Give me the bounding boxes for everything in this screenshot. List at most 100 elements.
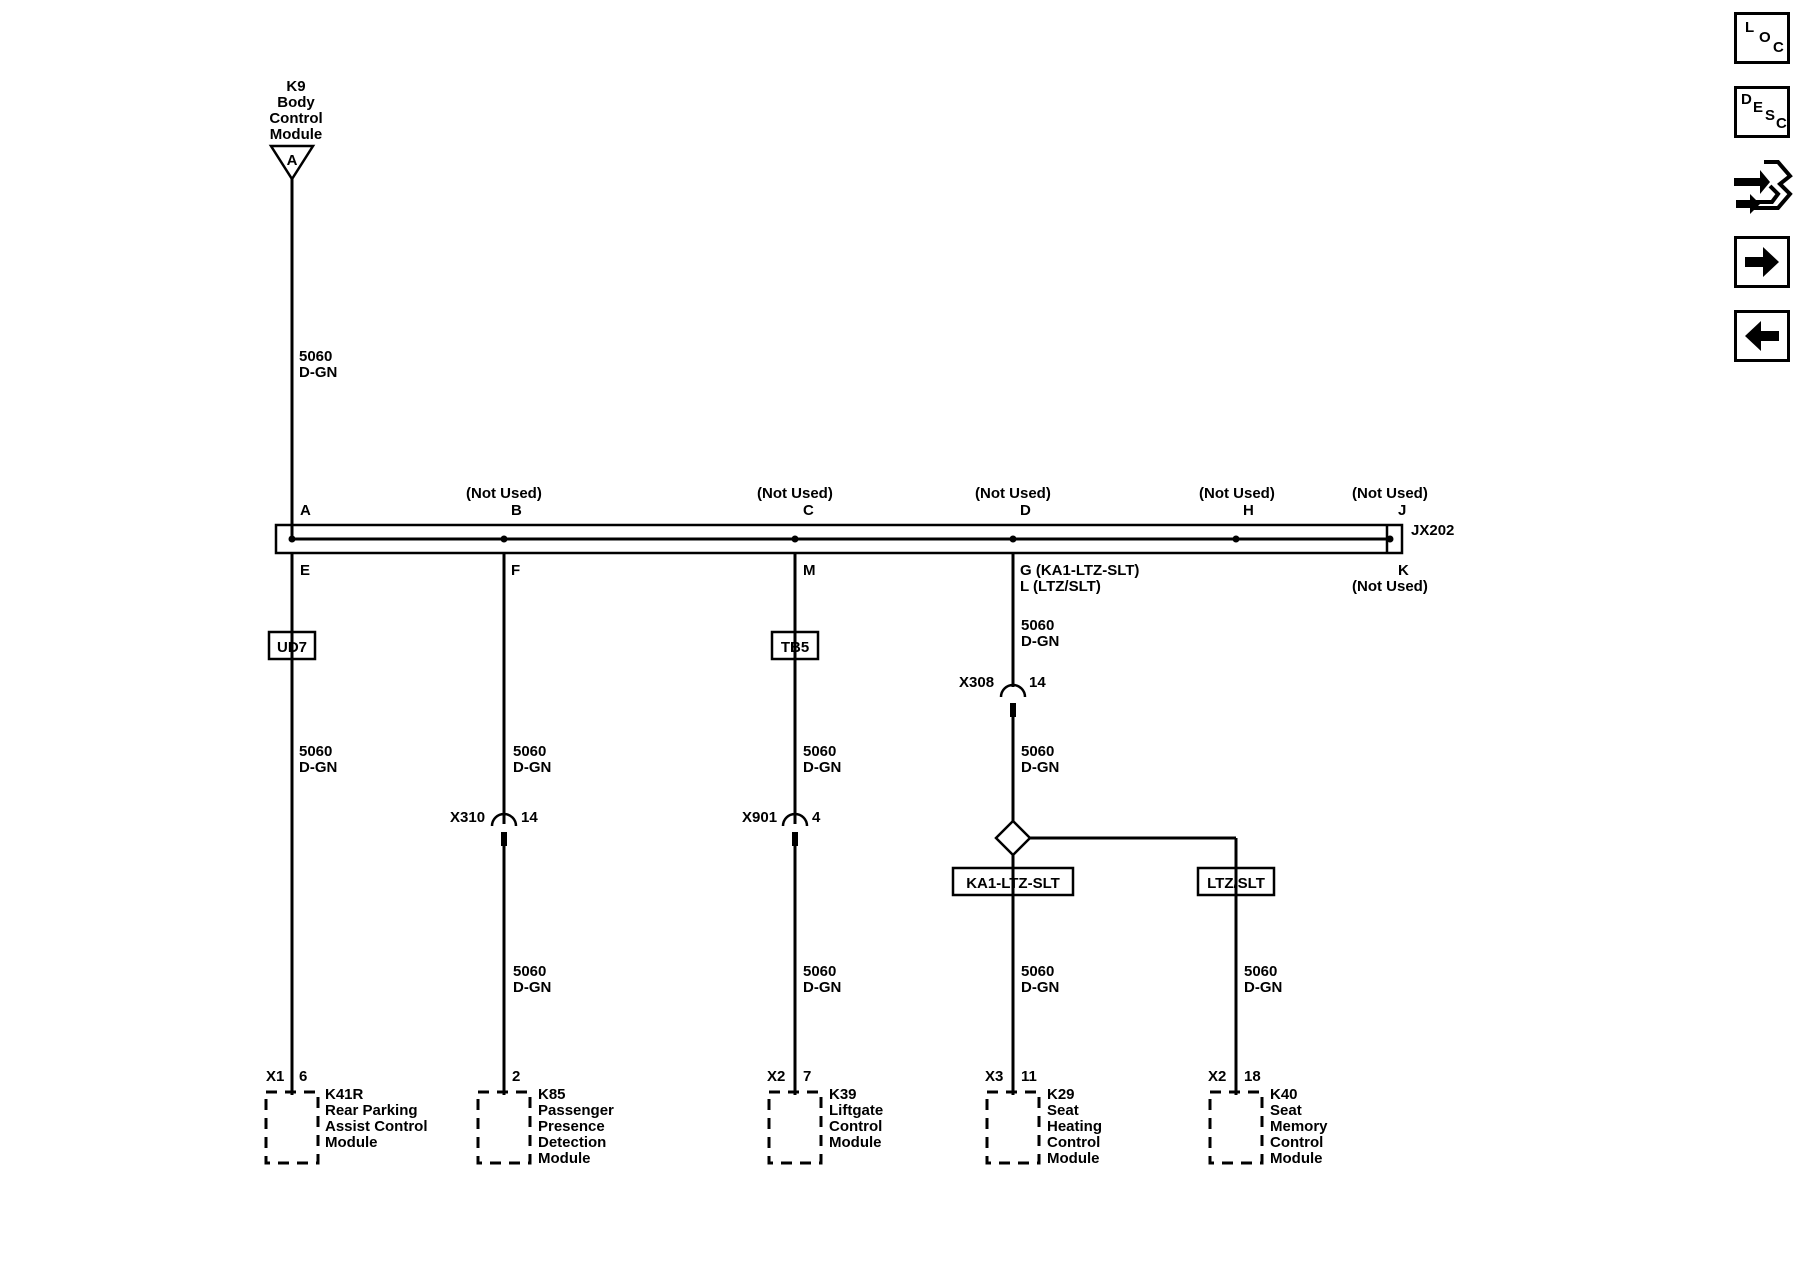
not-used-c: (Not Used)	[757, 485, 833, 502]
k9-line-3: Module	[270, 126, 323, 143]
loc-letter-l: L	[1745, 19, 1755, 36]
inline-connector-x310	[490, 812, 518, 827]
x310-pin: 14	[521, 809, 538, 826]
k9-pin: A	[287, 152, 298, 169]
module-k40-line-4: Module	[1270, 1150, 1323, 1167]
module-k41r-conn: X1	[266, 1068, 284, 1085]
module-k29-conn: X3	[985, 1068, 1003, 1085]
splice-dot-d	[1009, 535, 1017, 543]
arrow-right-icon	[1745, 247, 1779, 277]
not-used-h: (Not Used)	[1199, 485, 1275, 502]
module-k29-line-1: Seat	[1047, 1102, 1079, 1119]
module-k85-line-4: Module	[538, 1150, 591, 1167]
inline-connector-x901	[781, 812, 809, 827]
pin-c: C	[803, 502, 814, 519]
desc-letter-d: D	[1741, 91, 1752, 108]
module-k39-id: K39	[829, 1086, 857, 1103]
module-k41r-line-2: Assist Control	[325, 1118, 428, 1135]
x308-name: X308	[959, 674, 994, 691]
desc-letter-s: S	[1765, 107, 1776, 124]
wire-label-color: D-GN	[803, 759, 841, 776]
module-k40-line-3: Control	[1270, 1134, 1323, 1151]
k9-line-1: Body	[277, 94, 315, 111]
desc-button[interactable]: D E S C	[1734, 86, 1790, 138]
not-used-d: (Not Used)	[975, 485, 1051, 502]
module-k85-line-2: Presence	[538, 1118, 605, 1135]
inline-connector-x308	[999, 683, 1027, 698]
not-used-k: (Not Used)	[1352, 578, 1428, 595]
k9-line-2: Control	[269, 110, 322, 127]
wire-label-circuit: 5060	[299, 348, 332, 365]
option-ka1-label: KA1-LTZ-SLT	[966, 875, 1060, 892]
x308-terminal	[1010, 703, 1016, 717]
connector-view-icon	[1734, 160, 1793, 214]
previous-button[interactable]	[1734, 310, 1790, 362]
next-button[interactable]	[1734, 236, 1790, 288]
pin-f: F	[511, 562, 520, 579]
module-k29-line-4: Module	[1047, 1150, 1100, 1167]
not-used-j: (Not Used)	[1352, 485, 1428, 502]
module-k29-box	[985, 1090, 1041, 1165]
module-k85-box	[476, 1090, 532, 1165]
module-k29-line-2: Heating	[1047, 1118, 1102, 1135]
pin-g: G (KA1-LTZ-SLT)	[1020, 562, 1139, 579]
module-k41r-line-3: Module	[325, 1134, 378, 1151]
wire-label-circuit: 5060	[513, 743, 546, 760]
wire-label-circuit: 5060	[803, 963, 836, 980]
module-k39-pin: 7	[803, 1068, 811, 1085]
x310-name: X310	[450, 809, 485, 826]
module-k39-conn: X2	[767, 1068, 785, 1085]
loc-button[interactable]: L O C	[1734, 12, 1790, 64]
jx202-label: JX202	[1411, 522, 1454, 539]
wire-label-circuit: 5060	[1021, 743, 1054, 760]
module-k39-box	[767, 1090, 823, 1165]
splice-dot-b	[500, 535, 508, 543]
module-k85-line-3: Detection	[538, 1134, 606, 1151]
jx202-connector	[274, 523, 1404, 555]
module-k40-id: K40	[1270, 1086, 1298, 1103]
desc-letter-e: E	[1753, 99, 1764, 116]
option-ud7-label: UD7	[277, 639, 307, 656]
module-k40-line-2: Memory	[1270, 1118, 1328, 1135]
wire-label-circuit: 5060	[513, 963, 546, 980]
option-ltz-label: LTZ/SLT	[1207, 875, 1265, 892]
pin-b: B	[511, 502, 522, 519]
loc-letter-o: O	[1759, 29, 1771, 46]
pin-k: K	[1398, 562, 1409, 579]
module-k29-id: K29	[1047, 1086, 1075, 1103]
splice-dot-c	[791, 535, 799, 543]
wire-label-color: D-GN	[803, 979, 841, 996]
desc-letter-c: C	[1776, 115, 1787, 132]
module-k41r-id: K41R	[325, 1086, 364, 1103]
pin-a: A	[300, 502, 311, 519]
not-used-b: (Not Used)	[466, 485, 542, 502]
option-ud7	[267, 630, 317, 661]
pin-d: D	[1020, 502, 1031, 519]
loc-letter-c: C	[1773, 39, 1784, 56]
x310-terminal	[501, 832, 507, 846]
module-k41r-line-1: Rear Parking	[325, 1102, 418, 1119]
wire-label-circuit: 5060	[299, 743, 332, 760]
module-k41r-box	[264, 1090, 320, 1165]
x901-pin: 4	[812, 809, 821, 826]
module-k85-line-1: Passenger	[538, 1102, 614, 1119]
wire-label-circuit: 5060	[1021, 963, 1054, 980]
module-k39-line-2: Control	[829, 1118, 882, 1135]
connector-view-button[interactable]	[1730, 154, 1794, 218]
splice-dot-j	[1386, 535, 1394, 543]
wire-label-circuit: 5060	[1244, 963, 1277, 980]
module-k40-pin: 18	[1244, 1068, 1261, 1085]
wire-label-color: D-GN	[299, 759, 337, 776]
splice-dot-a	[288, 535, 296, 543]
module-k85-pin: 2	[512, 1068, 520, 1085]
wire-label-color: D-GN	[513, 979, 551, 996]
module-k40-conn: X2	[1208, 1068, 1226, 1085]
wire-label-color: D-GN	[513, 759, 551, 776]
module-k41r-pin: 6	[299, 1068, 307, 1085]
pin-l: L (LTZ/SLT)	[1020, 578, 1101, 595]
option-tb5	[770, 630, 820, 661]
option-tb5-label: TB5	[781, 639, 809, 656]
option-ka1-ltz-slt	[951, 866, 1075, 897]
k9-pin-triangle	[268, 144, 316, 182]
